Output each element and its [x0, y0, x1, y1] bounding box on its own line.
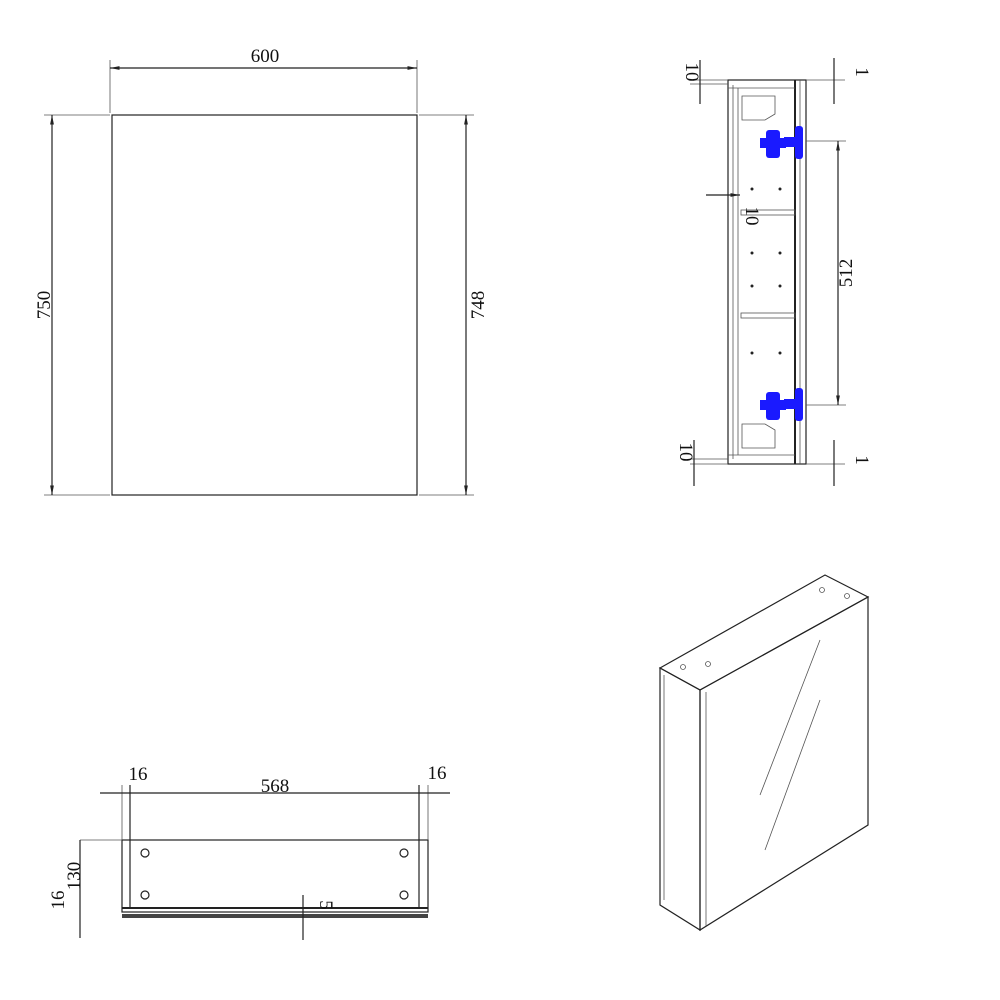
height-left-label: 750	[34, 291, 55, 320]
front-view: 600 750 748	[34, 46, 489, 496]
hinge-bottom-icon	[760, 388, 803, 421]
bottom-bracket	[741, 423, 776, 449]
door-gap-label: 5	[315, 900, 336, 910]
top-gap-left-label: 10	[681, 63, 702, 82]
bottom-gap-right-label: 1	[851, 455, 872, 465]
cabinet-top-outline	[121, 839, 429, 913]
width-label: 600	[251, 46, 280, 67]
bottom-gap-left-label: 10	[675, 443, 696, 462]
door-panel	[122, 914, 428, 918]
inner-width-label: 568	[261, 776, 290, 797]
depth-label: 130	[64, 862, 85, 891]
shelf-pin-holes	[750, 187, 782, 355]
isometric-view	[658, 574, 870, 932]
cabinet-top-face	[658, 574, 870, 691]
left-panel-label: 16	[129, 764, 148, 785]
cabinet-side-face	[659, 666, 701, 932]
hinge-top-icon	[760, 126, 803, 159]
top-view: 16 568 16 130 16 5	[48, 763, 450, 940]
shelf-lower	[740, 312, 796, 319]
top-gap-right-label: 1	[851, 67, 872, 77]
mounting-holes	[140, 848, 409, 900]
cabinet-front-outline	[111, 114, 418, 496]
mirror-reflection	[759, 639, 821, 796]
back-panel-label: 16	[48, 891, 69, 910]
top-bracket	[741, 95, 776, 121]
height-right-label: 748	[468, 291, 489, 320]
shelf-upper	[740, 209, 796, 216]
shelf-gap-label: 10	[741, 207, 762, 226]
cabinet-side-outline	[727, 79, 807, 465]
mirror-door	[699, 595, 869, 932]
right-panel-label: 16	[428, 763, 447, 784]
side-view: 10 1 10 512 10 1	[675, 58, 872, 486]
hinge-spacing-label: 512	[836, 259, 857, 288]
